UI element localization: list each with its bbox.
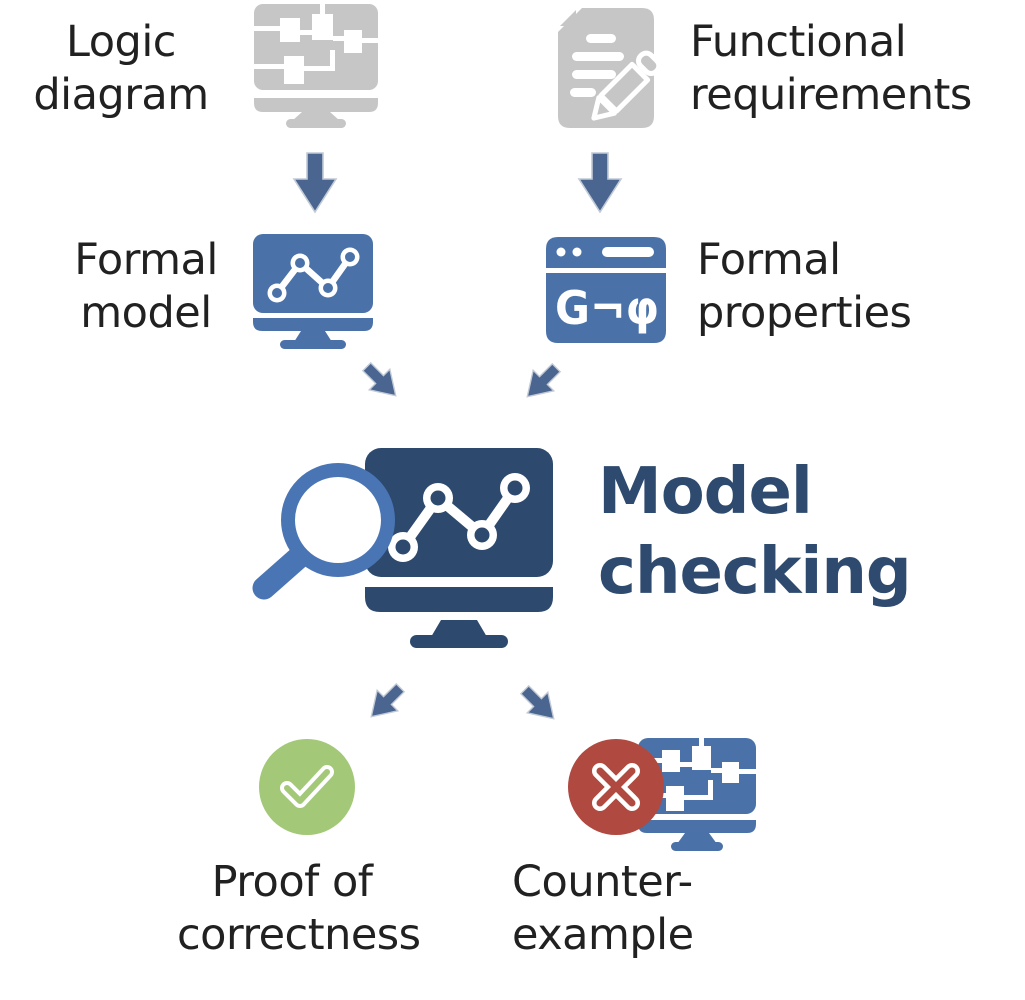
line-graph — [267, 247, 360, 303]
formal-properties-label: Formal properties — [697, 234, 912, 340]
counter-example-label-line1: Counter- — [512, 857, 693, 907]
cross-circle-icon — [568, 739, 664, 835]
proof-of-correctness-label: Proof of correctness — [177, 856, 421, 962]
logic-diagram-label-line2: diagram — [33, 70, 209, 120]
proof-of-correctness-label-line2: correctness — [177, 910, 421, 960]
model-checking-title: Model checking — [598, 452, 912, 612]
monitor-circuit-blue-icon — [638, 738, 756, 851]
pencil — [591, 50, 662, 121]
functional-requirements-label: Functional requirements — [690, 16, 972, 122]
magnifier-monitor-icon — [252, 448, 553, 648]
document-pencil-icon — [558, 8, 662, 128]
logic-diagram-label: Logic diagram — [10, 16, 232, 122]
formal-properties-label-line1: Formal — [697, 235, 841, 285]
arrow-formal-model-to-center-icon — [361, 361, 397, 397]
functional-requirements-label-line1: Functional — [690, 17, 907, 67]
circuit-pattern — [254, 4, 378, 84]
model-checking-title-line1: Model — [598, 455, 813, 529]
counter-example-label: Counter- example — [512, 856, 694, 962]
monitor-circuit-icon — [254, 4, 378, 128]
center-line-graph — [388, 473, 530, 562]
counter-example-label-line2: example — [512, 910, 694, 960]
check-circle-icon — [259, 739, 355, 835]
temporal-logic-formula: G¬φ — [555, 281, 659, 335]
magnifier-handle — [252, 546, 310, 600]
formal-model-label-line1: Formal — [74, 235, 218, 285]
functional-requirements-label-line2: requirements — [690, 70, 972, 120]
formal-properties-label-line2: properties — [697, 288, 912, 338]
formal-model-label: Formal model — [35, 234, 257, 340]
model-checking-title-line2: checking — [598, 535, 912, 609]
folded-corner — [560, 10, 576, 26]
logic-diagram-label-line1: Logic — [66, 17, 176, 67]
arrow-formal-properties-to-center-icon — [526, 362, 562, 398]
arrow-down-left-column-icon — [292, 152, 338, 214]
magnifier-lens — [281, 463, 395, 577]
arrow-center-to-proof-icon — [370, 682, 406, 718]
formal-model-label-line2: model — [80, 288, 212, 338]
magnifier-icon — [252, 463, 395, 600]
proof-of-correctness-label-line1: Proof of — [211, 857, 373, 907]
browser-formula-icon: G¬φ — [546, 237, 666, 343]
text-lines — [570, 34, 624, 97]
browser-chrome-dots — [556, 247, 654, 257]
arrow-down-right-column-icon — [577, 152, 623, 214]
monitor-graph-icon — [253, 234, 373, 349]
arrow-center-to-counterexample-icon — [519, 684, 555, 720]
